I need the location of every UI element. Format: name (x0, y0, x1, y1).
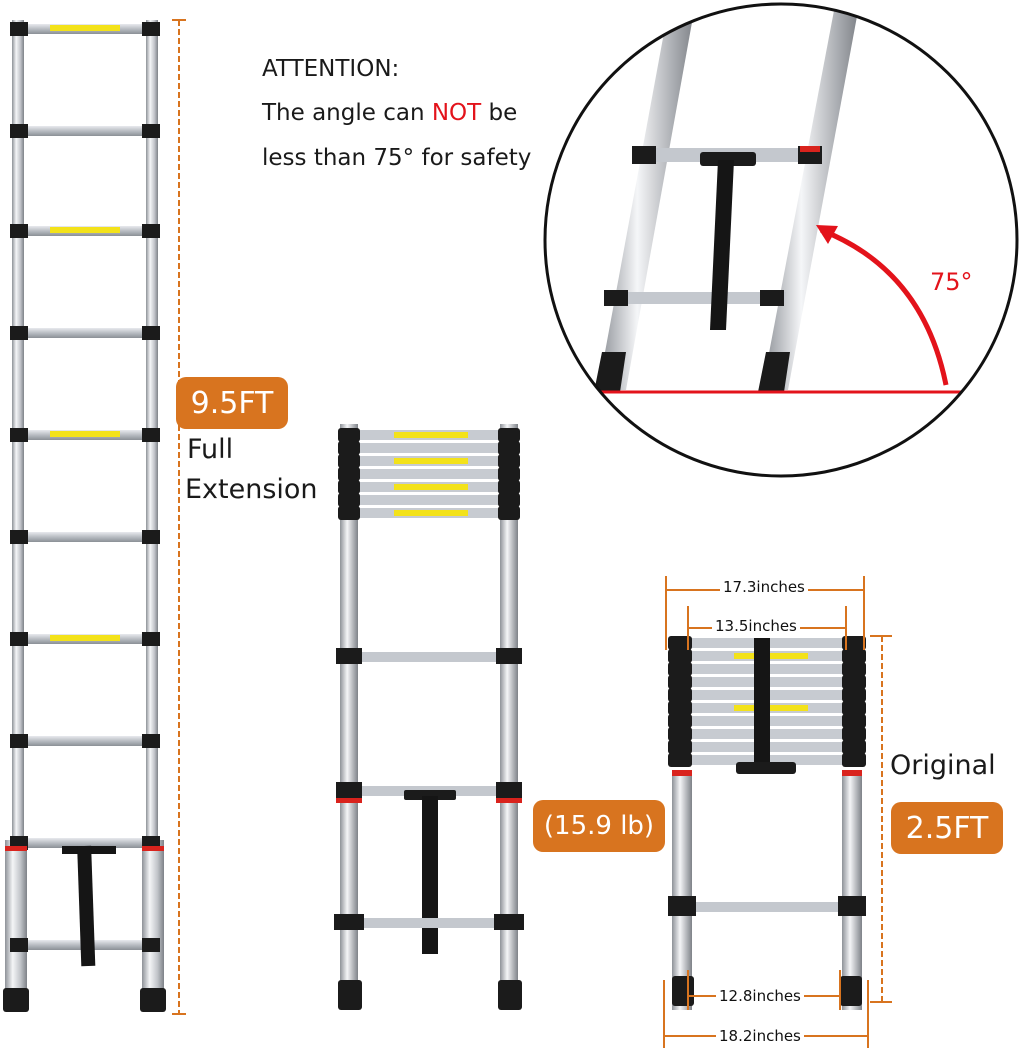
angle-zoom-circle: 75° (543, 2, 1019, 478)
attention-line-2: less than 75° for safety (262, 145, 532, 171)
full-extension-label-line1: Full (187, 434, 234, 465)
dimension-top-outer: 17.3inches (720, 578, 808, 596)
full-extension-label-line2: Extension (185, 474, 318, 505)
partially-extended-ladder-image (334, 424, 524, 1010)
attention-line-1: The angle can NOT be (262, 100, 517, 126)
angle-label: 75° (930, 268, 973, 296)
collapsed-ladder-image (668, 636, 866, 1010)
full-extension-dimension-line (172, 19, 186, 1015)
collapsed-dimension-lines (663, 576, 892, 1048)
original-height-badge: 2.5FT (891, 802, 1003, 854)
original-label: Original (890, 750, 996, 781)
dimension-bottom-outer: 18.2inches (716, 1027, 804, 1045)
attention-emphasis-not: NOT (431, 100, 482, 126)
attention-line-1-start: The angle can (262, 100, 432, 126)
attention-line-1-end: be (481, 100, 518, 126)
dimension-bottom-inner: 12.8inches (716, 987, 804, 1005)
full-extension-height-badge: 9.5FT (176, 377, 288, 429)
weight-badge: (15.9 lb) (533, 800, 665, 852)
full-extension-ladder-image (3, 20, 166, 1012)
attention-heading: ATTENTION: (262, 56, 400, 82)
dimension-top-inner: 13.5inches (712, 617, 800, 635)
